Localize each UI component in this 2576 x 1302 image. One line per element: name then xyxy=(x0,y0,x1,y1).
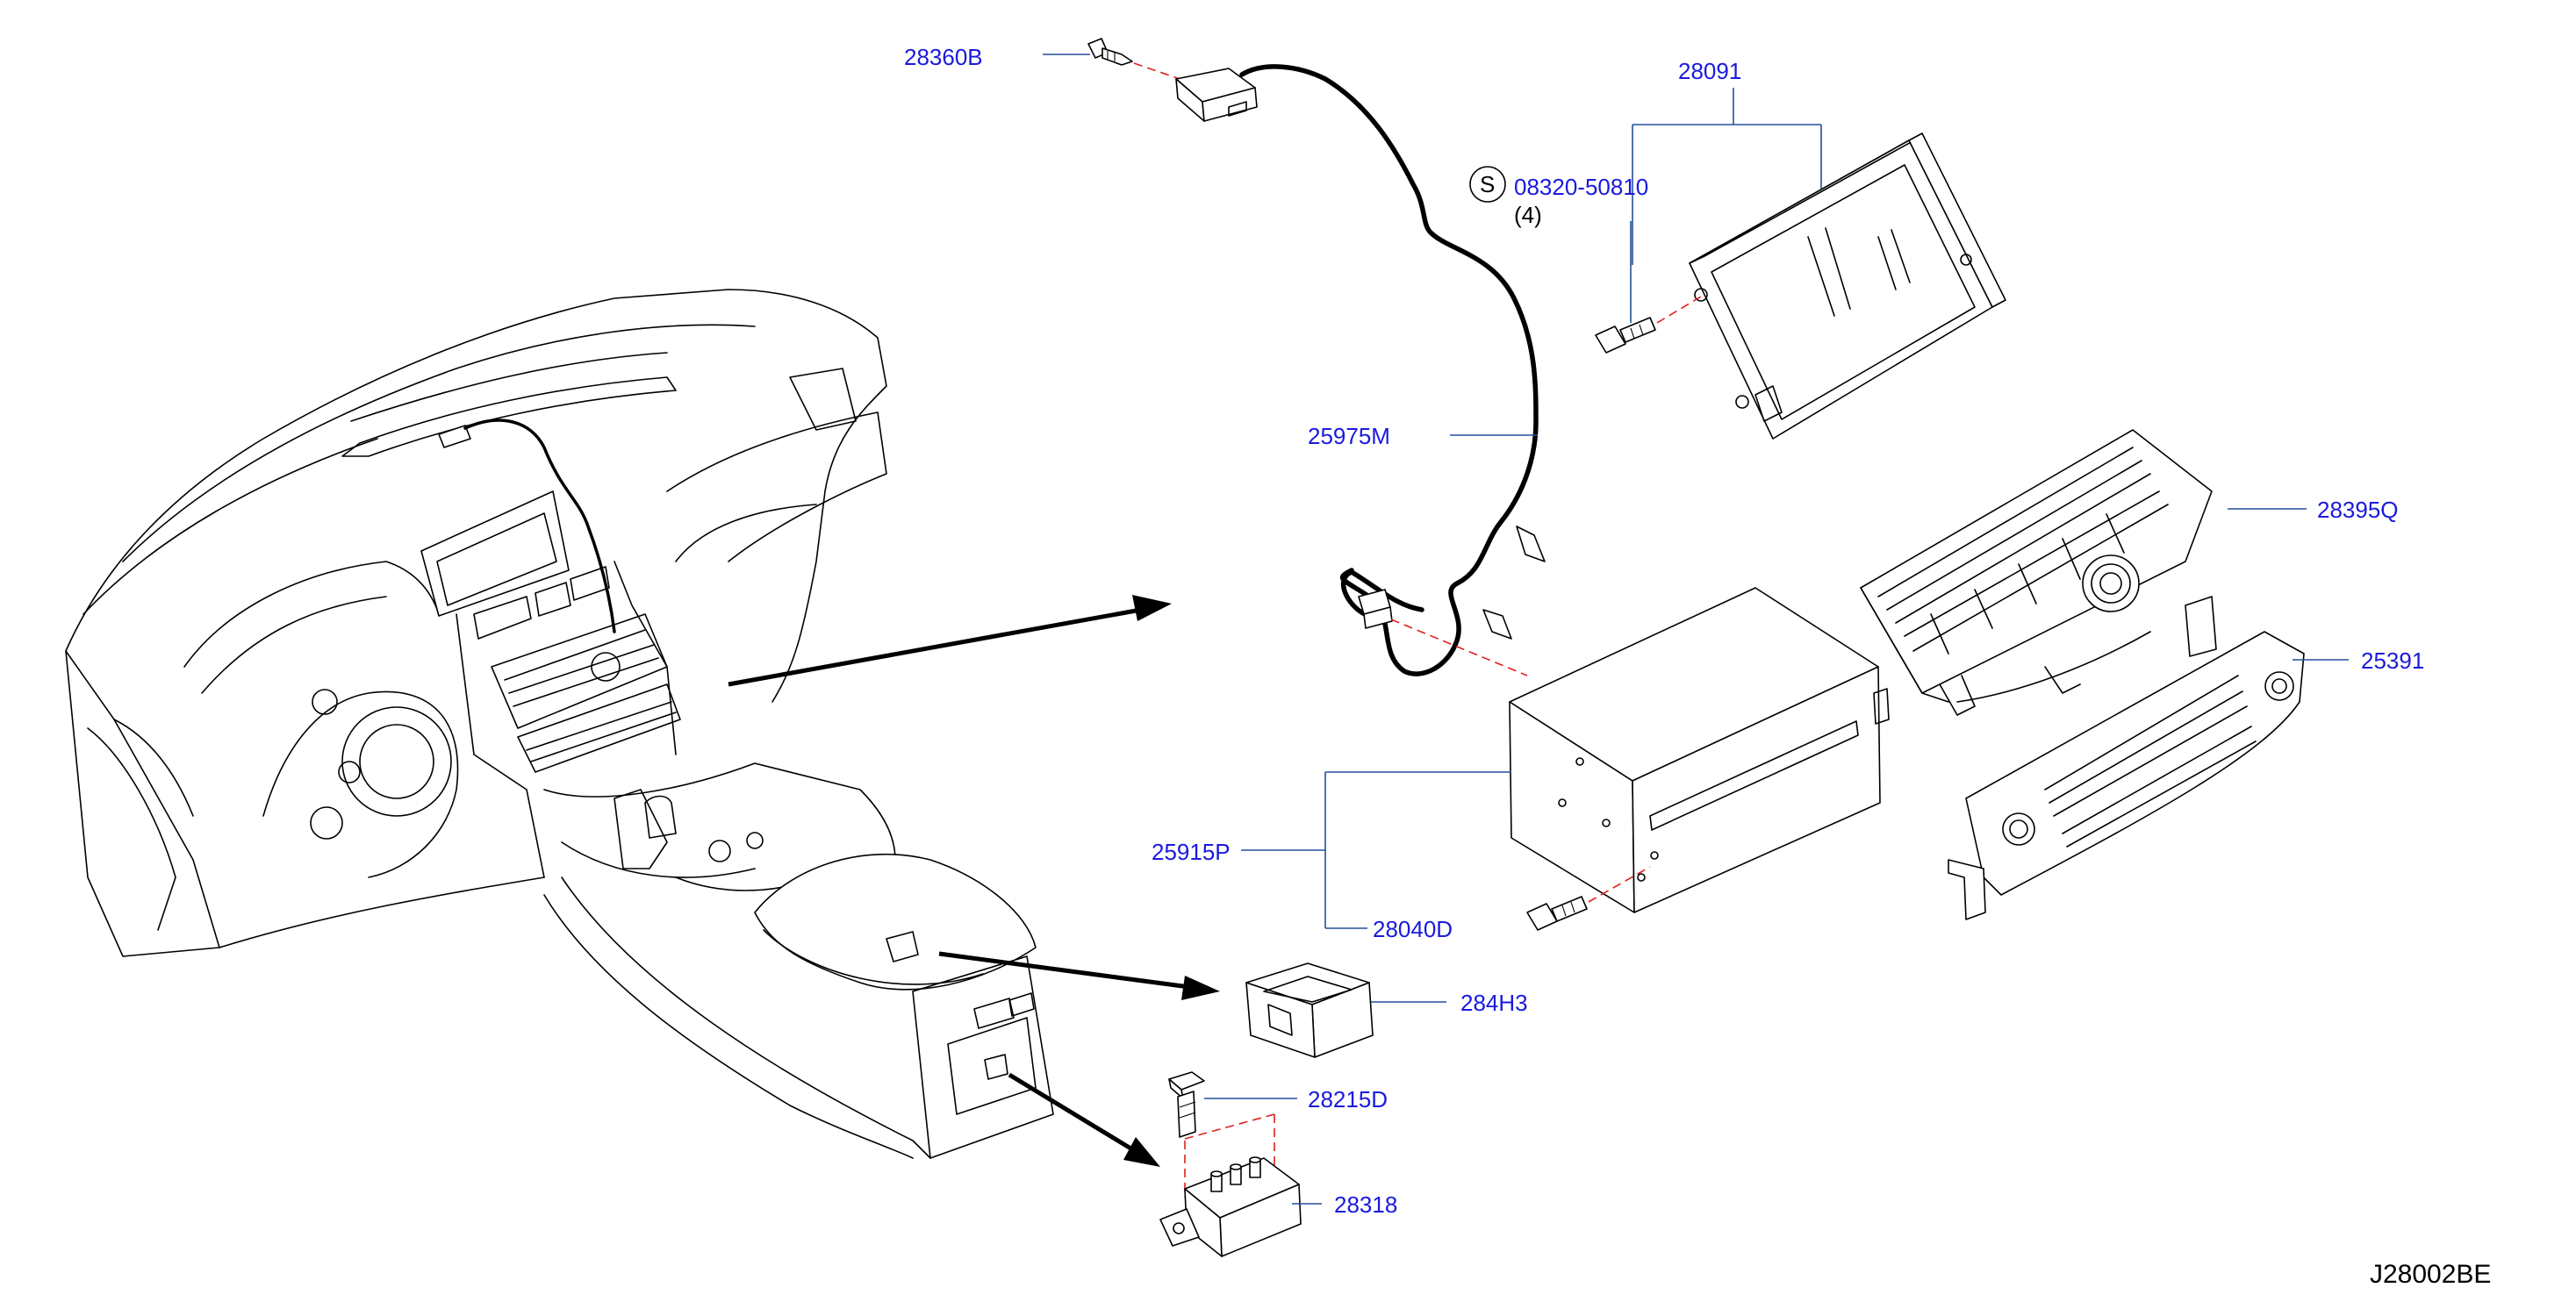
display-28091-illustration xyxy=(1595,132,2006,440)
label-28318: 28318 xyxy=(1334,1191,1397,1218)
bezel-25391-illustration xyxy=(1948,631,2305,920)
diagram-reference-code: J28002BE xyxy=(2370,1260,2491,1289)
screw-symbol: S xyxy=(1480,171,1495,197)
label-25975m: 25975M xyxy=(1308,423,1390,449)
label-284h3: 284H3 xyxy=(1460,990,1528,1016)
leader-lines xyxy=(1043,54,2349,1205)
part-labels: 28360B 28091 S 08320-50810 (4) 25975M 28… xyxy=(904,44,2424,1218)
label-28040d: 28040D xyxy=(1373,916,1453,942)
label-08320-50810: 08320-50810 xyxy=(1514,174,1648,200)
label-28091: 28091 xyxy=(1678,58,1741,84)
pointer-arrows xyxy=(728,595,1220,1167)
bolt-28215d-icon xyxy=(1168,1071,1205,1138)
label-28360b: 28360B xyxy=(904,44,983,70)
screw-08320-icon xyxy=(1595,317,1656,354)
amplifier-28318-illustration xyxy=(1159,1071,1302,1257)
dashboard-illustration xyxy=(65,289,1054,1159)
screw-28040d-icon xyxy=(1526,896,1588,931)
control-panel-28395q-illustration xyxy=(1860,429,2217,716)
label-28215d: 28215D xyxy=(1308,1086,1388,1112)
label-25915p: 25915P xyxy=(1152,839,1231,865)
label-28395q: 28395Q xyxy=(2317,497,2399,523)
screw-symbol-circle xyxy=(1469,166,1506,203)
audio-unit-25915p-illustration xyxy=(1509,587,1890,931)
jack-284h3-illustration xyxy=(1245,962,1374,1058)
screw-quantity: (4) xyxy=(1514,202,1542,228)
screw-spec-callout: S 08320-50810 (4) xyxy=(1469,166,1648,228)
label-25391: 25391 xyxy=(2361,647,2424,674)
screw-28360b-icon xyxy=(1087,38,1133,66)
antenna-cable-group xyxy=(1087,38,1546,676)
